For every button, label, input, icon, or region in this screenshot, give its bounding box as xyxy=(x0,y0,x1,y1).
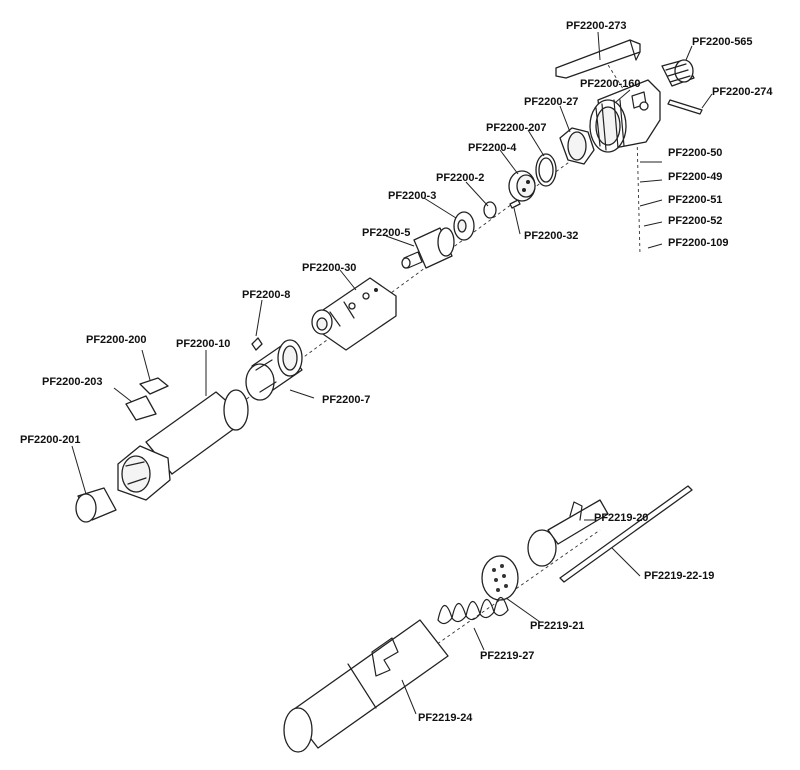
label-pf2200-160: PF2200-160 xyxy=(580,78,641,90)
label-pf2200-27: PF2200-27 xyxy=(524,96,579,108)
label-pf2200-273: PF2200-273 xyxy=(566,20,627,32)
label-pf2200-109: PF2200-109 xyxy=(668,237,729,249)
part-clip-203 xyxy=(125,395,157,421)
part-rotor xyxy=(401,227,455,269)
label-pf2219-27: PF2219-27 xyxy=(480,650,535,662)
part-spring xyxy=(437,596,509,625)
label-pf2200-50: PF2200-50 xyxy=(668,147,723,159)
label-pf2200-203: PF2200-203 xyxy=(42,376,103,388)
assembly-axis-valve xyxy=(636,134,641,256)
part-pin-274 xyxy=(667,99,703,115)
label-pf2200-52: PF2200-52 xyxy=(668,215,723,227)
label-pf2200-10: PF2200-10 xyxy=(176,338,231,350)
label-pf2200-5: PF2200-5 xyxy=(362,227,411,239)
part-end-plate xyxy=(508,170,536,202)
label-pf2200-4: PF2200-4 xyxy=(468,142,517,154)
label-pf2200-207: PF2200-207 xyxy=(486,122,547,134)
part-rod xyxy=(559,485,693,583)
assembly-axis-upper xyxy=(149,109,641,471)
part-o-ring-207 xyxy=(535,153,557,187)
part-collar xyxy=(75,487,117,523)
part-disc-3 xyxy=(453,211,475,241)
label-pf2200-8: PF2200-8 xyxy=(242,289,291,301)
part-handle xyxy=(283,619,449,753)
part-front-head xyxy=(117,445,171,501)
label-pf2219-22-19: PF2219-22-19 xyxy=(644,570,715,582)
label-pf2200-51: PF2200-51 xyxy=(668,194,723,206)
part-strainer xyxy=(481,555,519,601)
part-cylinder xyxy=(311,277,397,351)
assembly-axis-throttle xyxy=(604,59,631,101)
label-pf2219-24: PF2219-24 xyxy=(418,712,473,724)
label-pf2200-49: PF2200-49 xyxy=(668,171,723,183)
part-air-inlet xyxy=(661,59,695,87)
part-key-8 xyxy=(251,337,263,351)
label-pf2200-3: PF2200-3 xyxy=(388,190,437,202)
label-pf2200-2: PF2200-2 xyxy=(436,172,485,184)
leader-lines xyxy=(71,31,713,715)
label-pf2200-30: PF2200-30 xyxy=(302,262,357,274)
part-ring-2 xyxy=(483,201,497,219)
part-housing xyxy=(589,79,661,153)
label-pf2200-274: PF2200-274 xyxy=(712,86,773,98)
label-pf2200-7: PF2200-7 xyxy=(322,394,371,406)
label-pf2200-200: PF2200-200 xyxy=(86,334,147,346)
label-pf2219-21: PF2219-21 xyxy=(530,620,585,632)
part-ring-gear xyxy=(245,339,303,401)
label-pf2200-201: PF2200-201 xyxy=(20,434,81,446)
part-valve xyxy=(527,499,609,567)
label-pf2200-32: PF2200-32 xyxy=(524,230,579,242)
label-pf2219-20: PF2219-20 xyxy=(594,512,649,524)
part-throttle-lever xyxy=(555,39,641,79)
label-pf2200-565: PF2200-565 xyxy=(692,36,753,48)
part-nut xyxy=(559,127,595,165)
part-clip-200 xyxy=(139,377,169,395)
part-pin-32 xyxy=(509,199,521,209)
